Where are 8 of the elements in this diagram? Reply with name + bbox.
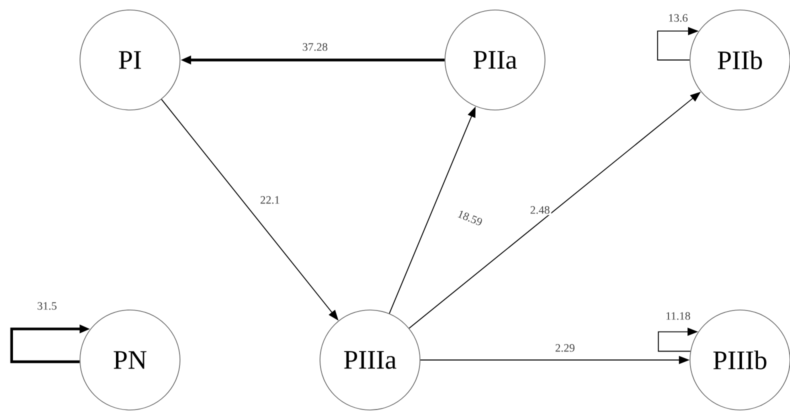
edge-label: 22.1 [258,194,282,206]
edge-label: 37.28 [300,42,330,52]
edge-label: 2.29 [554,342,576,354]
edge-label: 11.18 [664,310,692,322]
edge-label: 13.6 [666,12,690,24]
edge-label: 2.48 [528,204,552,216]
edge-label: 18.59 [455,208,485,228]
edge-label: 31.5 [36,300,58,312]
